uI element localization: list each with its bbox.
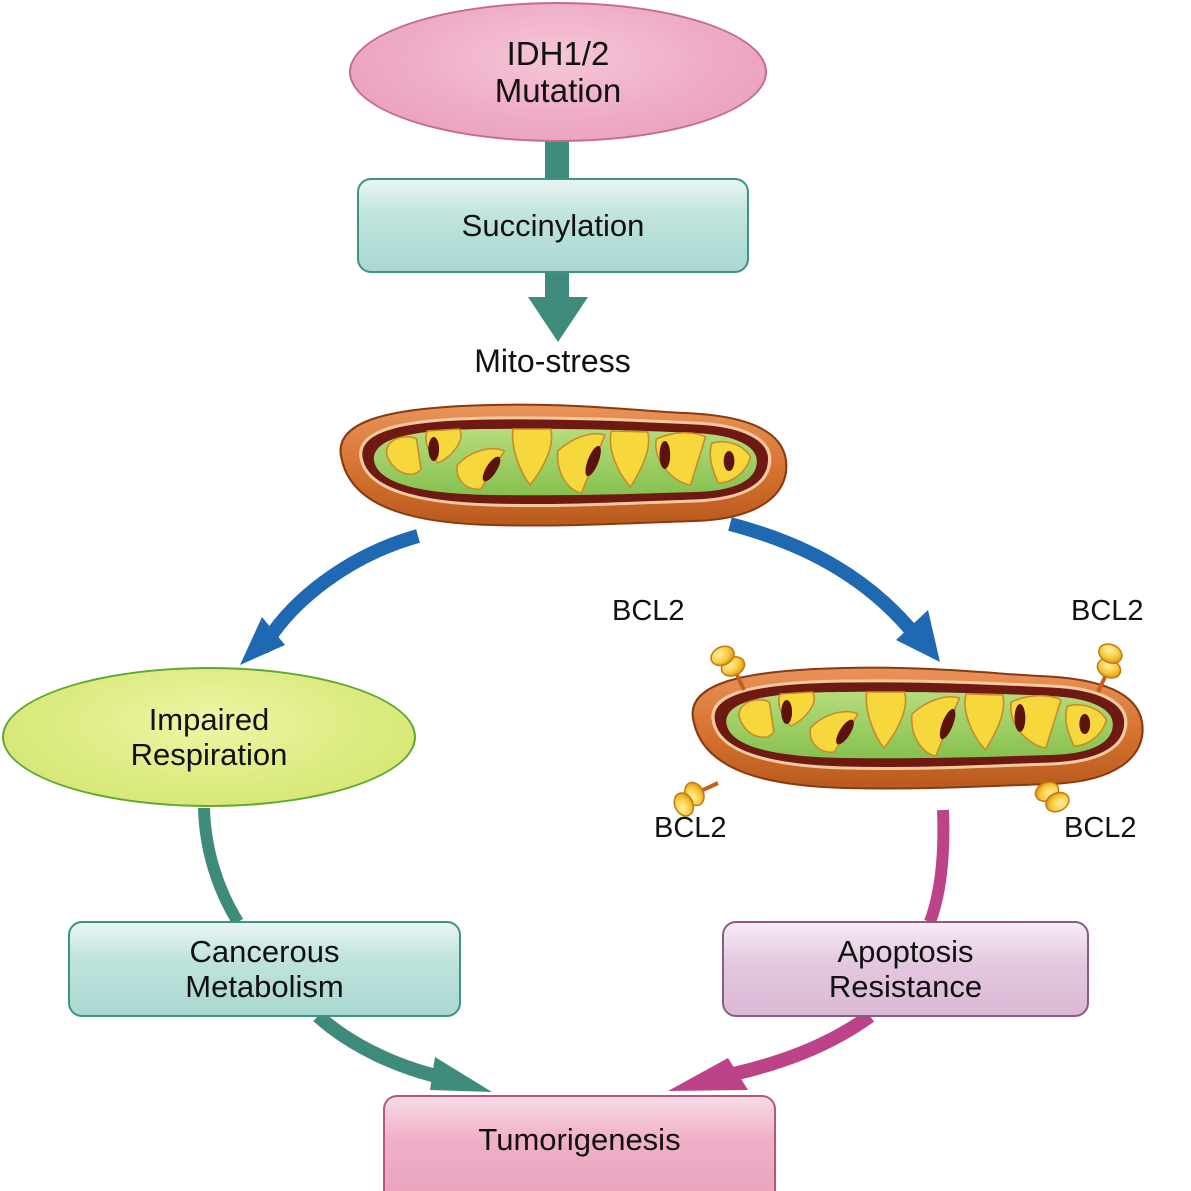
- arrow-idh-to-succinylation: [545, 140, 569, 180]
- node-impaired-line2: Respiration: [130, 737, 288, 772]
- node-impaired-respiration: Impaired Respiration: [2, 667, 416, 807]
- bcl2-label: BCL2: [654, 812, 727, 844]
- node-idh-line1: IDH1/2: [506, 34, 610, 72]
- node-succinylation: Succinylation: [357, 178, 749, 273]
- node-tumorigenesis-label: Tumorigenesis: [478, 1122, 681, 1158]
- bcl2-label: BCL2: [1064, 812, 1137, 844]
- node-idh-line2: Mutation: [494, 72, 622, 109]
- arrow-cancerous-to-tumorigenesis: [313, 1010, 492, 1092]
- bcl2-label: BCL2: [612, 595, 685, 627]
- node-apoptosis-resistance: Apoptosis Resistance: [722, 921, 1089, 1017]
- node-cancerous-line2: Metabolism: [185, 969, 344, 1004]
- bcl2-mitochondrion-icon: [691, 666, 1145, 791]
- mitochondrion-icon: [338, 403, 788, 528]
- node-apoptosis-line2: Resistance: [828, 969, 983, 1004]
- mito-stress-label: Mito-stress: [474, 343, 631, 379]
- arrow-mitostress-to-bcl2-mitochondrion: [728, 517, 940, 662]
- bcl2-label: BCL2: [1071, 595, 1144, 627]
- node-idh-mutation: IDH1/2 Mutation: [349, 2, 767, 142]
- node-cancerous-metabolism: Cancerous Metabolism: [68, 921, 461, 1017]
- node-cancerous-line1: Cancerous: [189, 933, 340, 969]
- arrow-mitostress-to-impaired-respiration: [240, 529, 420, 665]
- arrow-succinylation-to-mitostress: [528, 272, 588, 342]
- node-apoptosis-line1: Apoptosis: [837, 933, 974, 969]
- arrow-bcl2-mitochondrion-to-apoptosis: [924, 809, 950, 925]
- node-succinylation-label: Succinylation: [461, 207, 645, 243]
- arrow-impaired-to-cancerous: [198, 807, 244, 926]
- node-impaired-line1: Impaired: [148, 701, 270, 737]
- node-tumorigenesis: Tumorigenesis: [383, 1095, 776, 1191]
- arrow-apoptosis-to-tumorigenesis: [668, 1010, 875, 1091]
